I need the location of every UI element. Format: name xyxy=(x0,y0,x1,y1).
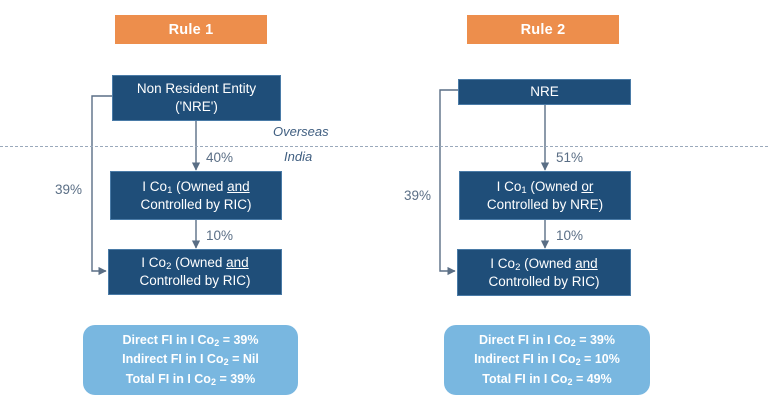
region-label-overseas: Overseas xyxy=(273,124,329,139)
panel-banner-rule-1: Rule 1 xyxy=(115,15,267,44)
entity-line: I Co1 (Owned and xyxy=(142,178,250,196)
edge-label-rule2-top-to-middle: 51% xyxy=(556,150,584,165)
subscript: 2 xyxy=(214,337,220,348)
entity-box-rule1-bottom: I Co2 (Owned and Controlled by RIC) xyxy=(108,249,282,295)
region-label-india: India xyxy=(284,149,313,164)
entity-line: Controlled by NRE) xyxy=(486,196,604,212)
subscript: 2 xyxy=(223,357,229,368)
entity-line: I Co2 (Owned and xyxy=(141,255,249,273)
emphasis-word: and xyxy=(226,255,249,271)
subscript: 2 xyxy=(515,261,521,273)
subscript: 2 xyxy=(210,376,216,387)
summary-line: Total FI in I Co2 = 39% xyxy=(125,371,256,387)
summary-box-rule-2: Direct FI in I Co2 = 39% Indirect FI in … xyxy=(444,325,650,395)
entity-box-rule2-middle: I Co1 (Owned or Controlled by NRE) xyxy=(459,171,631,220)
entity-box-rule2-bottom: I Co2 (Owned and Controlled by RIC) xyxy=(457,249,631,296)
emphasis-word: or xyxy=(581,178,594,194)
summary-line: Direct FI in I Co2 = 39% xyxy=(122,332,259,348)
entity-line: Controlled by RIC) xyxy=(139,273,251,288)
subscript: 2 xyxy=(166,261,172,273)
subscript: 1 xyxy=(167,184,173,196)
entity-line: Non Resident Entity xyxy=(136,81,257,97)
entity-line: Controlled by RIC) xyxy=(140,196,252,212)
entity-line: NRE xyxy=(530,84,559,100)
entity-box-rule2-top: NRE xyxy=(458,79,631,105)
summary-line: Indirect FI in I Co2 = 10% xyxy=(474,352,620,368)
edge-label-rule1-top-to-middle: 40% xyxy=(206,150,234,165)
edge-rule1-bypass xyxy=(91,95,112,276)
summary-line: Direct FI in I Co2 = 39% xyxy=(479,332,615,348)
entity-line: I Co2 (Owned and xyxy=(490,255,598,273)
emphasis-word: and xyxy=(575,255,598,271)
overseas-india-divider xyxy=(0,146,768,147)
edge-label-rule2-middle-to-bottom: 10% xyxy=(556,228,584,243)
summary-line: Indirect FI in I Co2 = Nil xyxy=(122,352,259,368)
emphasis-word: and xyxy=(227,178,250,194)
edge-label-rule1-bypass: 39% xyxy=(55,182,83,197)
edge-label-rule2-bypass: 39% xyxy=(404,188,432,203)
entity-box-rule1-top: Non Resident Entity ('NRE') xyxy=(112,75,281,121)
entity-line: Controlled by RIC) xyxy=(488,273,600,289)
panel-banner-rule-2: Rule 2 xyxy=(467,15,619,44)
summary-box-rule-1: Direct FI in I Co2 = 39% Indirect FI in … xyxy=(83,325,298,395)
subscript: 2 xyxy=(570,337,576,348)
edge-label-rule1-middle-to-bottom: 10% xyxy=(206,228,234,243)
edge-rule2-bypass xyxy=(439,89,458,276)
entity-box-rule1-middle: I Co1 (Owned and Controlled by RIC) xyxy=(110,171,282,220)
subscript: 1 xyxy=(521,184,527,196)
entity-line: I Co1 (Owned or xyxy=(496,178,594,196)
subscript: 2 xyxy=(567,376,573,387)
entity-line: ('NRE') xyxy=(175,99,218,114)
summary-line: Total FI in I Co2 = 49% xyxy=(482,371,612,387)
subscript: 2 xyxy=(575,357,581,368)
